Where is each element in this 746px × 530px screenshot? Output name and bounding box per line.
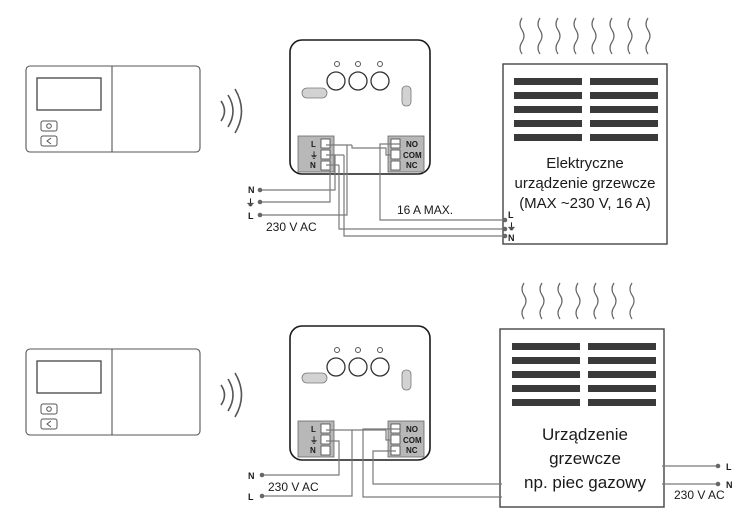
bottom-term-l: L: [311, 425, 316, 434]
bottom-mains-right-l: L: [726, 462, 732, 472]
heat-waves-icon: [521, 282, 635, 320]
heater-electric: Elektryczne urządzenie grzewcze (MAX ~23…: [502, 63, 668, 245]
wireless-signal-icon: [220, 372, 243, 418]
thermostat-icon: [25, 348, 201, 436]
bottom-term-nc: NC: [406, 446, 418, 455]
top-term-nc: NC: [406, 161, 418, 170]
bottom-term-gnd: ⏚: [310, 436, 318, 445]
bottom-term-no: NO: [406, 425, 418, 434]
top-heater-term-n: N: [508, 233, 515, 243]
top-heater-term-l: L: [508, 210, 514, 220]
bottom-heater-line3: np. piec gazowy: [524, 473, 646, 492]
top-term-n: N: [310, 161, 316, 170]
bottom-term-n: N: [310, 446, 316, 455]
top-max-label: 16 A MAX.: [397, 203, 453, 217]
top-mains-n: N: [248, 185, 255, 195]
top-supply-label: 230 V AC: [266, 220, 317, 234]
controller-module: L ⏚ N NO COM NC: [289, 325, 431, 461]
bottom-section: L ⏚ N NO COM NC: [25, 282, 733, 508]
controller-module: L ⏚ N NO COM NC: [289, 39, 431, 175]
top-term-no: NO: [406, 140, 418, 149]
bottom-supply-label-right: 230 V AC: [674, 488, 725, 502]
top-mains-gnd: ⏚: [246, 198, 255, 208]
top-heater-line1: Elektryczne: [546, 155, 624, 172]
vent-grille-icon: [512, 343, 656, 406]
wireless-signal-icon: [220, 88, 243, 134]
bottom-term-com: COM: [403, 436, 422, 445]
bottom-mains-n: N: [248, 471, 255, 481]
bottom-wiring: [259, 428, 721, 499]
top-heater-line2: urządzenie grzewcze: [515, 175, 656, 192]
top-section: L ⏚ N NO COM NC: [25, 17, 668, 245]
top-term-com: COM: [403, 151, 422, 160]
bottom-mains-right-n: N: [726, 480, 733, 490]
top-heater-term-gnd: ⏚: [507, 222, 516, 232]
top-wiring: [257, 143, 508, 239]
top-term-l: L: [311, 140, 316, 149]
bottom-supply-label-left: 230 V AC: [268, 480, 319, 494]
vent-grille-icon: [514, 78, 658, 141]
bottom-heater-line1: Urządzenie: [542, 425, 628, 444]
heater-gas: Urządzenie grzewcze np. piec gazowy: [499, 328, 665, 508]
bottom-mains-l: L: [248, 492, 254, 502]
heat-waves-icon: [519, 17, 651, 55]
top-heater-line3: (MAX ~230 V, 16 A): [519, 195, 651, 212]
thermostat-icon: [25, 65, 201, 153]
top-mains-l: L: [248, 211, 254, 221]
top-term-gnd: ⏚: [310, 151, 318, 160]
bottom-heater-line2: grzewcze: [549, 449, 621, 468]
